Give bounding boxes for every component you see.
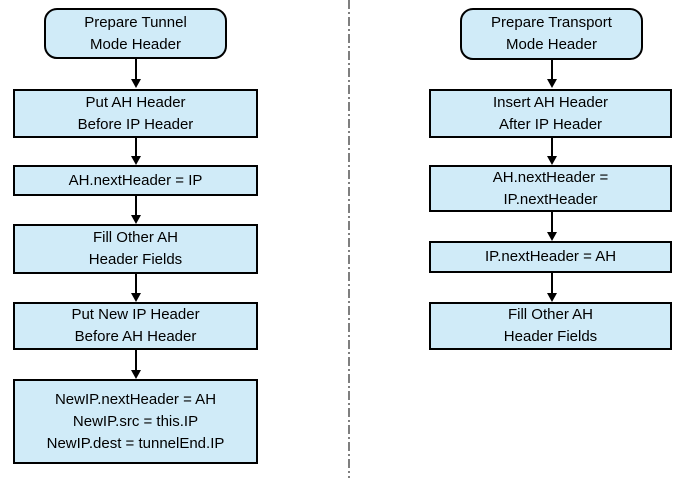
node-fill-other-ah-header-fields-transport: Fill Other AH Header Fields	[429, 302, 672, 350]
arrow-down-icon	[130, 138, 141, 165]
node-insert-ah-header-after-ip-header: Insert AH Header After IP Header	[429, 89, 672, 138]
node-prepare-tunnel-mode-header: Prepare Tunnel Mode Header	[44, 8, 227, 59]
node-text-line: Before IP Header	[77, 115, 194, 133]
arrow-down-icon	[130, 350, 141, 379]
node-text-line: IP.nextHeader	[503, 190, 598, 208]
node-fill-other-ah-header-fields-tunnel: Fill Other AH Header Fields	[13, 224, 258, 274]
arrow-down-icon	[546, 60, 557, 88]
arrow-down-icon	[130, 196, 141, 224]
arrow-down-icon	[130, 59, 141, 88]
node-text-line: Put New IP Header	[71, 306, 200, 323]
arrow-down-icon	[546, 273, 557, 302]
node-ah-nextheader-ip-nextheader: AH.nextHeader = IP.nextHeader	[429, 165, 672, 212]
node-prepare-transport-mode-header: Prepare Transport Mode Header	[460, 8, 643, 60]
arrow-down-icon	[546, 138, 557, 165]
node-text-line: NewIP.src = this.IP	[72, 412, 199, 430]
node-text-line: Mode Header	[506, 36, 597, 53]
node-text-line: Put AH Header	[85, 93, 186, 111]
node-text-line: Prepare Tunnel	[84, 13, 187, 31]
node-text-line: Insert AH Header	[492, 93, 609, 111]
node-text-line: Fill Other AH	[92, 229, 179, 246]
node-text-line: Header Fields	[88, 251, 183, 268]
node-newip-assignments: NewIP.nextHeader = AH NewIP.src = this.I…	[13, 379, 258, 464]
arrow-down-icon	[130, 274, 141, 302]
node-text-line: NewIP.nextHeader = AH	[54, 390, 217, 408]
node-text-line: AH.nextHeader = IP	[68, 171, 203, 189]
node-put-ah-header-before-ip-header: Put AH Header Before IP Header	[13, 89, 258, 138]
node-text-line: IP.nextHeader = AH	[484, 248, 617, 265]
node-ip-nextheader-ah: IP.nextHeader = AH	[429, 241, 672, 273]
node-text-line: NewIP.dest = tunnelEnd.IP	[46, 434, 225, 452]
node-text-line: After IP Header	[498, 115, 603, 133]
divider-dash-dot-line	[348, 0, 350, 478]
node-text-line: Prepare Transport	[491, 14, 612, 31]
node-put-new-ip-header-before-ah-header: Put New IP Header Before AH Header	[13, 302, 258, 350]
node-text-line: Mode Header	[90, 35, 181, 53]
arrow-down-icon	[546, 212, 557, 241]
node-text-line: Fill Other AH	[507, 306, 594, 323]
node-ah-nextheader-ip: AH.nextHeader = IP	[13, 165, 258, 196]
node-text-line: Before AH Header	[74, 328, 197, 345]
node-text-line: AH.nextHeader =	[492, 168, 609, 186]
node-text-line: Header Fields	[503, 328, 598, 345]
